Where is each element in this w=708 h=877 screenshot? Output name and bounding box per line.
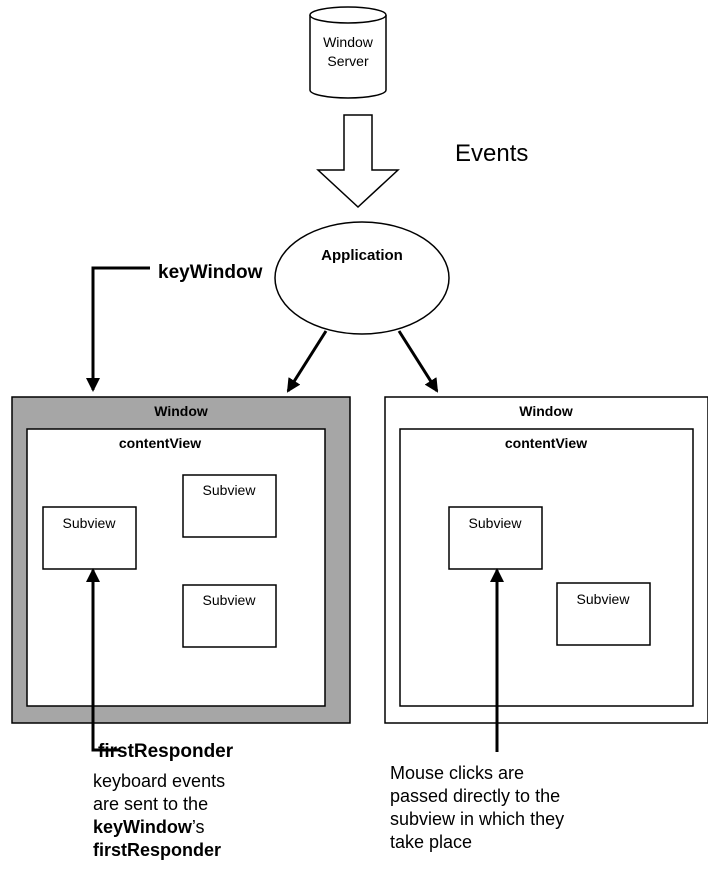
keyboard-events-caption: keyboard events are sent to the keyWindo…: [93, 770, 225, 862]
keyboard-caption-possessive: ’s: [191, 817, 205, 837]
left-subview-2: [182, 474, 277, 538]
left-subview-3-label: Subview: [203, 592, 257, 608]
application-label: Application: [321, 247, 403, 264]
events-arrow: [316, 114, 400, 209]
key-window-connector: [86, 266, 150, 392]
right-subview-1: [448, 506, 543, 570]
key-window-label: keyWindow: [158, 262, 263, 283]
window-server-line1: Window: [323, 34, 374, 50]
app-to-right-window-arrow: [397, 330, 439, 393]
left-window: Window contentView Subview Subview Subvi…: [11, 396, 351, 724]
mouse-caption-line3: subview in which they: [390, 809, 565, 829]
application-node: [274, 221, 450, 335]
window-server-line2: Server: [327, 53, 369, 69]
keyboard-caption-keywindow: keyWindow: [93, 817, 192, 837]
first-responder-arrow: [86, 568, 120, 752]
keyboard-caption-line2: are sent to the: [93, 794, 209, 814]
mouse-caption-line4: take place: [390, 832, 473, 852]
mouse-clicks-caption: Mouse clicks are passed directly to the …: [390, 762, 564, 854]
right-subview-1-label: Subview: [469, 515, 523, 531]
keyboard-caption-line3: keyWindow’s: [93, 816, 225, 839]
right-content-view: [399, 428, 694, 707]
left-subview-1: [42, 506, 137, 570]
right-content-view-label: contentView: [505, 435, 587, 451]
app-to-left-window-arrow: [286, 330, 328, 393]
right-subview-2: [556, 582, 651, 646]
right-subview-2-label: Subview: [577, 591, 631, 607]
window-server-cylinder: Window Server: [309, 6, 387, 99]
left-subview-1-label: Subview: [63, 515, 117, 531]
right-window-title: Window: [519, 403, 573, 419]
keyboard-caption-line4: firstResponder: [93, 839, 225, 862]
events-label: Events: [455, 140, 528, 167]
mouse-caption-line1: Mouse clicks are: [390, 763, 525, 783]
left-subview-2-label: Subview: [203, 482, 257, 498]
left-subview-3: [182, 584, 277, 648]
keyboard-caption-firstresponder: firstResponder: [93, 840, 222, 860]
first-responder-label: firstResponder: [98, 741, 234, 762]
right-window: Window contentView Subview Subview: [384, 396, 708, 724]
left-window-title: Window: [154, 403, 208, 419]
left-content-view-label: contentView: [119, 435, 201, 451]
mouse-caption-line2: passed directly to the: [390, 786, 561, 806]
keyboard-caption-line1: keyboard events: [93, 771, 226, 791]
